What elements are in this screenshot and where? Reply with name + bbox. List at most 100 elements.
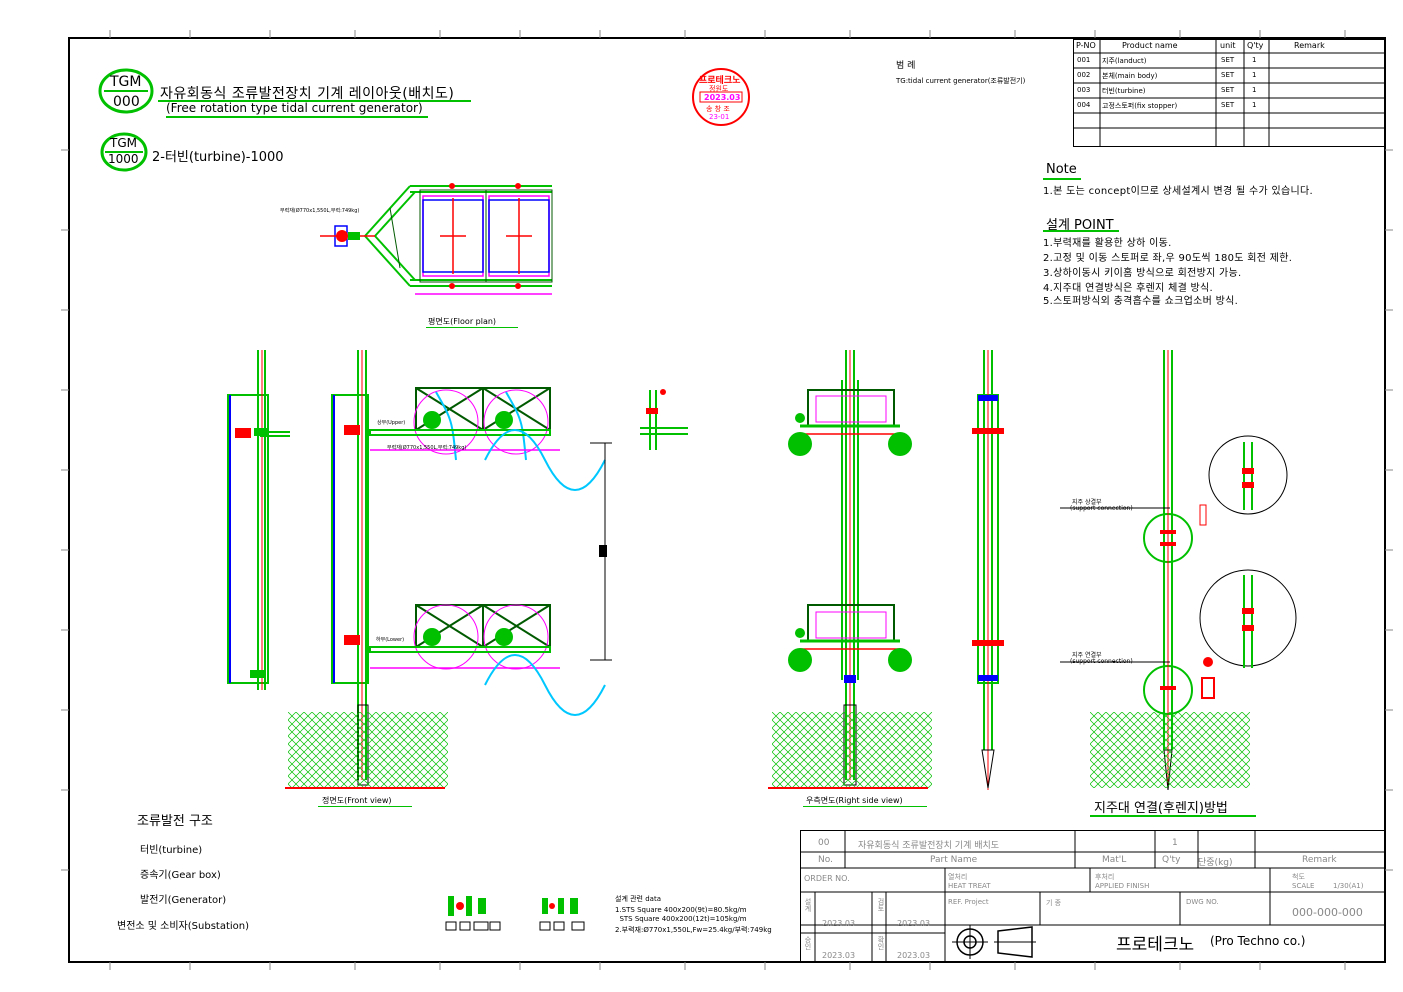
title-row2-matl: Mat'L (1102, 855, 1127, 865)
table-row: 1 (1252, 101, 1257, 109)
table-row: 지주(landuct) (1102, 57, 1147, 65)
design-point-item-2: 2.고정 및 이동 스토퍼로 좌,우 90도씩 180도 회전 제한. (1043, 253, 1293, 264)
check-date: 2023.03 (897, 919, 931, 928)
floor-plan-drawing (320, 183, 553, 295)
legend-item: TG:tidal current generator(조류발전기) (896, 77, 1026, 85)
scale-value: 1/30(A1) (1333, 882, 1364, 890)
parts-table-grid (1073, 39, 1385, 147)
structure-item-1: 터빈(turbine) (140, 845, 203, 856)
tgm-badge-turbine (100, 132, 148, 172)
title-row2-part: Part Name (930, 855, 978, 865)
note-title: Note (1046, 162, 1077, 177)
front-ground-line (285, 787, 445, 789)
design-data-line-1: 1.STS Square 400x200(9t)=80.5kg/m (615, 906, 747, 914)
title-row2-weight: 단중(kg) (1198, 858, 1233, 868)
title-row2-qty: Q'ty (1162, 855, 1181, 865)
design-data-title: 설계 관련 data (615, 895, 661, 903)
design-data-line-3: 2.부력재:Ø770x1,550L,Fw=25.4kg/부력:749kg (615, 926, 772, 934)
support-conn-2-label-en: (support connection) (1070, 658, 1133, 665)
structure-item-4: 변전소 및 소비자(Substation) (117, 921, 250, 932)
parts-header-remark: Remark (1294, 41, 1325, 50)
section-symbols (445, 896, 585, 931)
tgm-badge-main (98, 68, 154, 114)
structure-item-3: 발전기(Generator) (140, 895, 227, 906)
table-row: 003 (1077, 86, 1091, 94)
heat-treat-kr: 열처리 (948, 873, 968, 881)
stamp-line3: 2023.03 (704, 93, 741, 102)
table-row: 고정스토퍼(fix stopper) (1102, 102, 1178, 110)
page-title: 자유회동식 조류발전장치 기계 레이아웃(배치도) (160, 86, 455, 102)
legend-title: 범 례 (896, 61, 916, 71)
model-label: 기 종 (1046, 899, 1062, 907)
design-date: 2023.03 (822, 919, 856, 928)
design-kr: 설계 (804, 898, 812, 912)
table-row: 본체(main body) (1102, 72, 1158, 80)
table-row: SET (1221, 71, 1235, 79)
design-data-line-2: STS Square 400x200(12t)=105kg/m (615, 915, 747, 923)
dwg-no-value: 000-000-000 (1292, 906, 1363, 919)
tgm-badge-turbine-bottom: 1000 (108, 152, 139, 166)
heat-treat-label: HEAT TREAT (948, 882, 991, 890)
ref-project-label: REF. Project (948, 898, 989, 906)
order-no-label: ORDER NO. (804, 874, 850, 883)
support-conn-1-label-en: (support connection) (1070, 505, 1133, 512)
company-name: 프로테크노 (1116, 935, 1195, 955)
design-point-item-3: 3.상하이동시 키이홈 방식으로 회전방지 가능. (1043, 268, 1242, 279)
stamp-line5: 23-01 (709, 113, 730, 121)
table-row: 001 (1077, 56, 1091, 64)
approve2-kr: 확인 (877, 936, 885, 950)
check-kr: 검토 (877, 898, 885, 912)
support-conn-1-label: 지주 상결부 (1072, 499, 1102, 506)
scale-kr: 척도 (1292, 873, 1305, 881)
table-row: SET (1221, 86, 1235, 94)
turbine-model-label: 2-터빈(turbine)-1000 (152, 150, 284, 165)
page-subtitle: (Free rotation type tidal current genera… (166, 101, 423, 115)
applied-finish-kr: 후처리 (1095, 873, 1115, 881)
table-row: 002 (1077, 71, 1091, 79)
stamp-line4: 송 창 조 (706, 105, 730, 113)
table-row: 터빈(turbine) (1102, 87, 1146, 95)
note-text: 1.본 도는 concept이므로 상세설계시 변경 될 수가 있습니다. (1043, 186, 1313, 197)
dwg-no-label: DWG NO. (1186, 898, 1219, 906)
approve-date: 2023.03 (822, 951, 856, 960)
support-connection-title: 지주대 연결(후렌지)방법 (1094, 801, 1228, 816)
floater-label: 부력재(Ø770x1,550L,부력:749kg) (387, 445, 467, 451)
right-side-view-drawing (788, 350, 912, 786)
upper-label: 상부(Upper) (377, 420, 406, 426)
applied-finish-label: APPLIED FINISH (1095, 882, 1150, 890)
structure-item-2: 증속기(Gear box) (140, 870, 221, 881)
projection-symbol-icon (952, 925, 1036, 959)
design-point-title: 설계 POINT (1046, 218, 1114, 233)
design-point-item-1: 1.부력재를 활용한 상하 이동. (1043, 238, 1172, 249)
floor-plan-callout: 부력재(Ø770x1,550L,부력:749kg) (280, 208, 360, 214)
note-title-underline (1043, 178, 1081, 180)
tgm-badge-main-bottom: 000 (113, 94, 140, 110)
parts-header-qty: Q'ty (1247, 41, 1264, 50)
tgm-badge-main-top: TGM (110, 74, 142, 90)
title-row1-name: 자유회동식 조류발전장치 기계 배치도 (858, 841, 1000, 851)
table-row: 1 (1252, 56, 1257, 64)
right-side-view-label: 우측면도(Right side view) (806, 796, 903, 805)
title-row2-no: No. (818, 855, 833, 865)
table-row: 1 (1252, 86, 1257, 94)
right-side-view-label-underline (803, 806, 927, 807)
title-row1-no: 00 (818, 838, 830, 848)
table-row: SET (1221, 101, 1235, 109)
floor-plan-label: 평면도(Floor plan) (428, 317, 497, 326)
ground-hatch-side (772, 712, 932, 788)
stamp-line1: 프로테크노 (699, 76, 741, 86)
front-view-label: 정면도(Front view) (322, 796, 392, 805)
design-point-item-4: 4.지주대 연결방식은 후렌지 체결 방식. (1043, 283, 1214, 294)
parts-header-pno: P-NO (1076, 41, 1096, 50)
tgm-badge-turbine-top: TGM (110, 136, 137, 150)
ground-hatch-support (1090, 712, 1250, 788)
support-connection-underline (1090, 815, 1256, 817)
approval-stamp (692, 68, 750, 126)
table-row: 004 (1077, 101, 1091, 109)
design-point-underline (1043, 230, 1119, 232)
side-ground-line (768, 787, 928, 789)
stamp-line2: 정원도 (709, 85, 729, 93)
floor-plan-label-underline (426, 327, 518, 328)
structure-title: 조류발전 구조 (137, 814, 213, 829)
